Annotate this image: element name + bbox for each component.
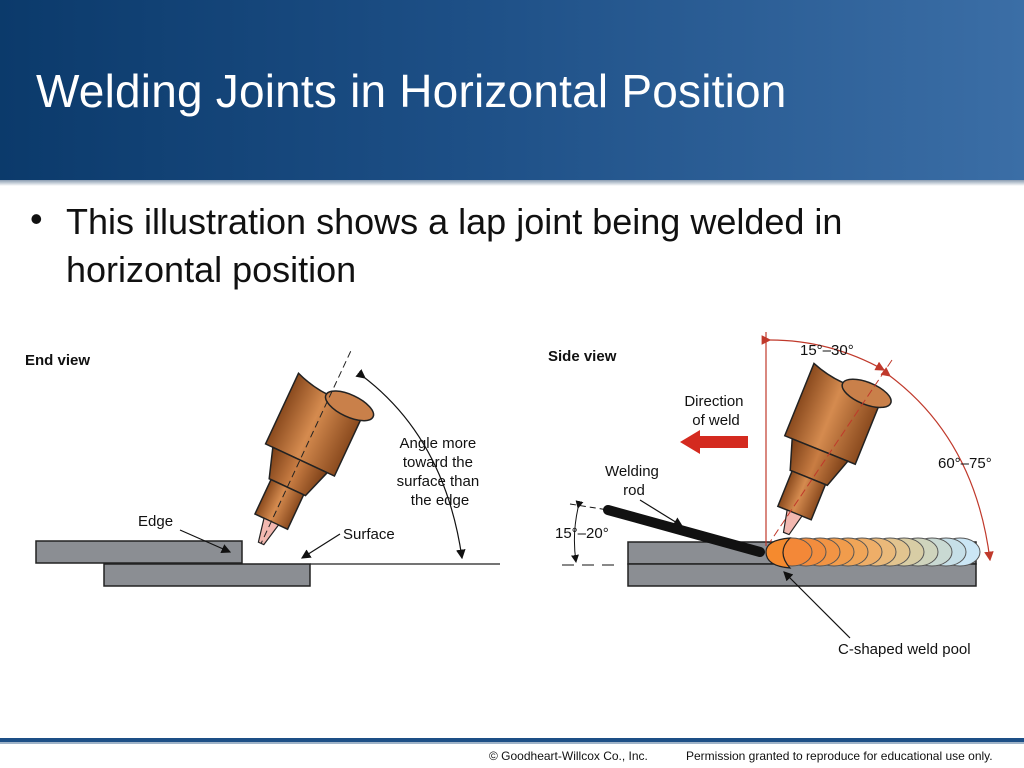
end-view: End view Edge Surface Angle more toward … xyxy=(25,351,500,587)
weld-pool-label: C-shaped weld pool xyxy=(838,641,971,658)
rod-angle-line xyxy=(569,503,609,511)
rod-label: Welding rod xyxy=(605,463,663,499)
end-view-angle-arc xyxy=(355,369,466,560)
copyright-text: © Goodheart-Willcox Co., Inc. xyxy=(489,749,648,763)
side-view-heading: Side view xyxy=(548,348,617,365)
title-banner-shadow xyxy=(0,180,1024,186)
rod-angle-label: 15°–20° xyxy=(555,525,609,542)
angle-note: Angle more toward the surface than the e… xyxy=(397,435,484,509)
angle-top-label: 15°–30° xyxy=(800,342,854,359)
bullet-text: This illustration shows a lap joint bein… xyxy=(66,201,843,290)
torch-angle-arc-top xyxy=(761,335,886,371)
torch-angle-arc-right xyxy=(880,367,994,562)
surface-pointer xyxy=(300,533,341,559)
slide-title: Welding Joints in Horizontal Position xyxy=(36,65,787,117)
bullet-marker: • xyxy=(30,198,43,239)
direction-label: Direction of weld xyxy=(684,393,747,429)
weld-pool-pointer xyxy=(783,571,851,639)
end-view-torch xyxy=(253,351,375,546)
lower-plate xyxy=(103,563,311,587)
torch-axis-line xyxy=(769,359,893,543)
welding-rod xyxy=(603,505,765,557)
footer-rule-light xyxy=(0,742,1024,744)
side-lower-plate xyxy=(627,563,977,587)
rod-pointer xyxy=(639,499,684,527)
upper-plate xyxy=(35,540,243,564)
title-banner xyxy=(0,0,1024,180)
end-view-heading: End view xyxy=(25,352,90,369)
angle-right-label: 60°–75° xyxy=(938,455,992,472)
welding-diagram: End view Edge Surface Angle more toward … xyxy=(25,332,994,658)
side-view-torch xyxy=(776,362,892,536)
weld-bead xyxy=(765,537,981,569)
surface-label: Surface xyxy=(343,526,395,543)
rod-angle-arc xyxy=(571,500,584,563)
side-view: Side view xyxy=(548,332,994,658)
direction-arrow-icon xyxy=(680,430,748,454)
footer-rule xyxy=(0,738,1024,742)
weld-pool xyxy=(765,537,792,569)
edge-label: Edge xyxy=(138,513,173,530)
edge-pointer xyxy=(179,529,232,554)
permission-text: Permission granted to reproduce for educ… xyxy=(686,749,993,763)
